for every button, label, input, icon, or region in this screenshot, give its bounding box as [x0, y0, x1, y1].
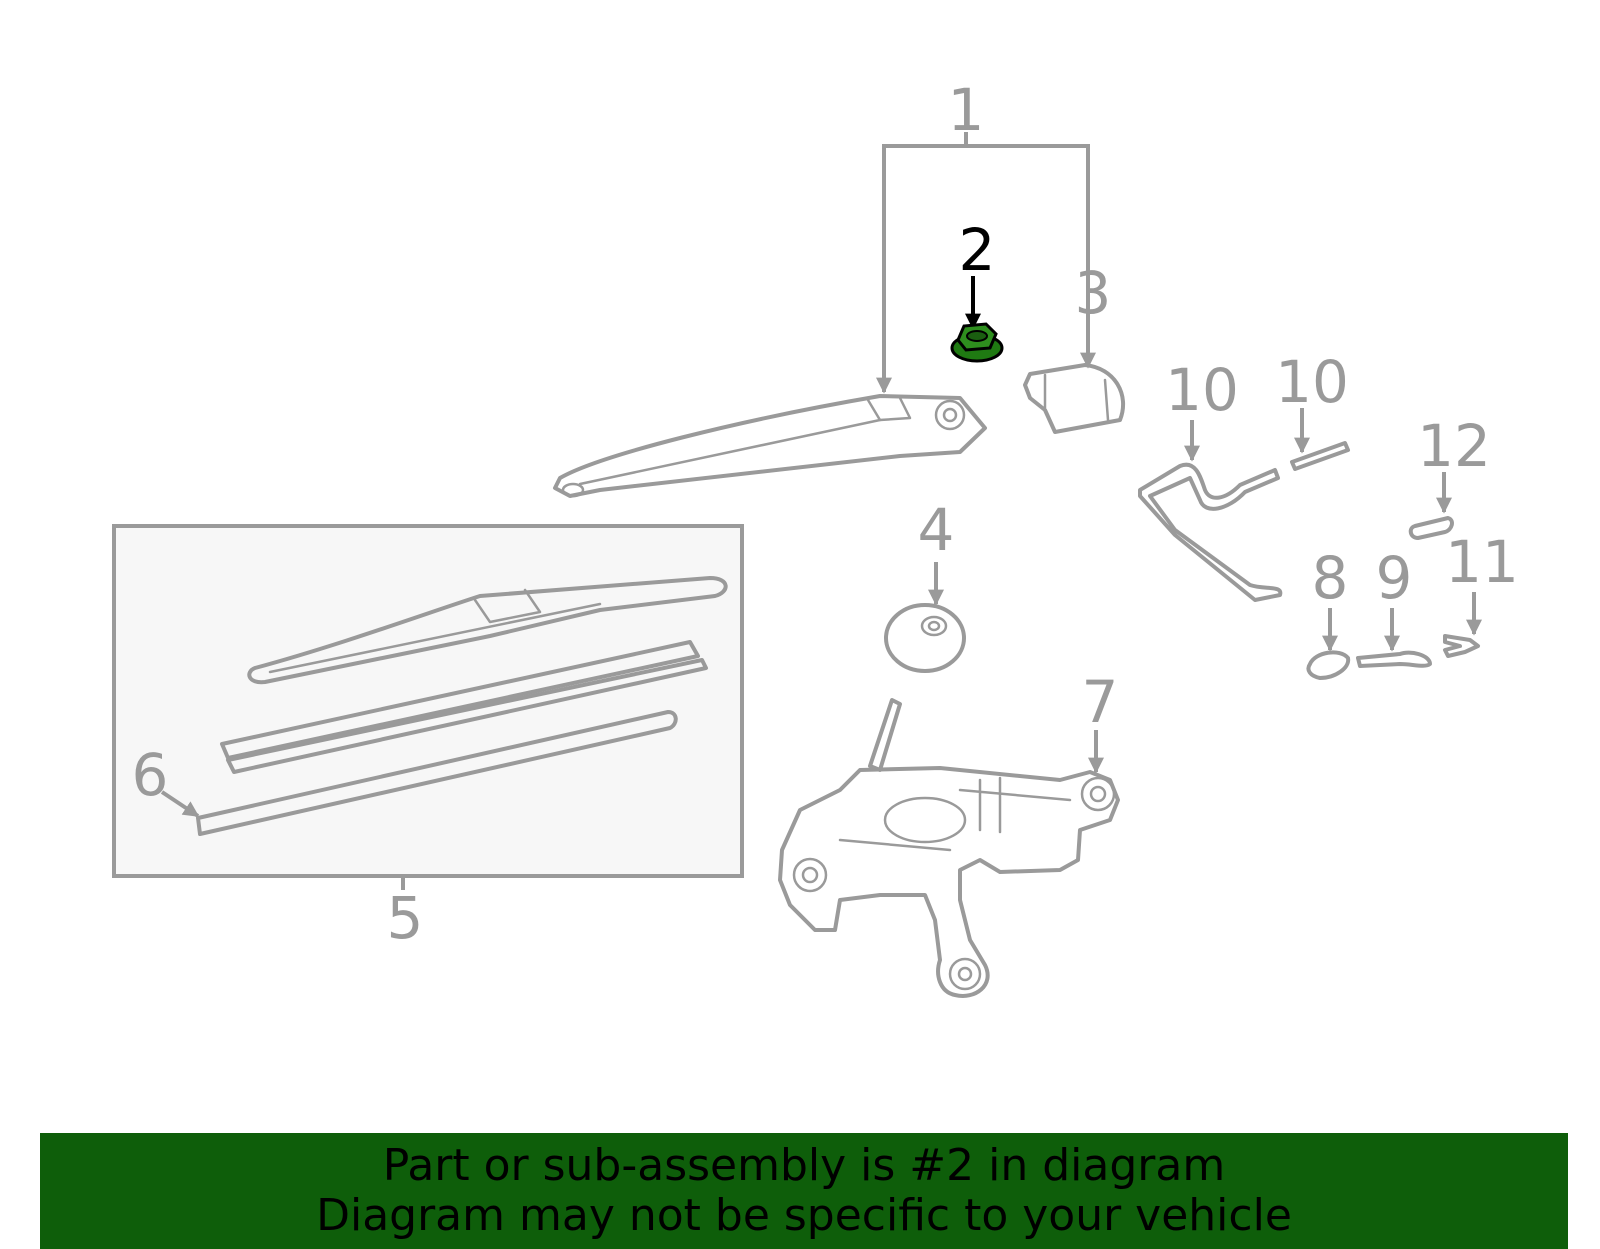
- callout-9: 9: [1376, 544, 1413, 612]
- callout-5: 5: [387, 884, 424, 952]
- part-10-tube-right: [1290, 441, 1350, 471]
- info-banner: Part or sub-assembly is #2 in diagram Di…: [40, 1133, 1568, 1249]
- callout-4: 4: [918, 496, 955, 564]
- callout-1: 1: [948, 76, 985, 144]
- part-1-wiper-arm: [553, 394, 987, 498]
- callout-12: 12: [1417, 412, 1491, 480]
- part-10-hose-left: [1138, 462, 1283, 602]
- part-6-insert: [196, 710, 678, 836]
- part-4-grommet: [884, 603, 966, 673]
- callout-10-right: 10: [1275, 348, 1349, 416]
- callout-10-left: 10: [1165, 356, 1239, 424]
- callout-2: 2: [959, 216, 996, 284]
- callout-6: 6: [132, 741, 169, 809]
- part-7-wiper-motor: [778, 698, 1120, 998]
- callout-11: 11: [1445, 528, 1519, 596]
- part-5-wiper-blade: [220, 576, 728, 774]
- callout-8: 8: [1312, 544, 1349, 612]
- banner-line-2: Diagram may not be specific to your vehi…: [316, 1190, 1292, 1241]
- banner-line-1: Part or sub-assembly is #2 in diagram: [382, 1140, 1226, 1191]
- part-8-clip: [1306, 650, 1351, 680]
- part-3-cap: [1023, 363, 1126, 434]
- callout-7: 7: [1082, 668, 1119, 736]
- part-11-joint: [1443, 634, 1480, 658]
- part-2-nut: [950, 322, 1004, 363]
- part-12-connector: [1408, 516, 1454, 540]
- part-9-hose: [1356, 650, 1432, 668]
- callout-3: 3: [1075, 259, 1112, 327]
- callout-1-bracket: [876, 132, 1096, 394]
